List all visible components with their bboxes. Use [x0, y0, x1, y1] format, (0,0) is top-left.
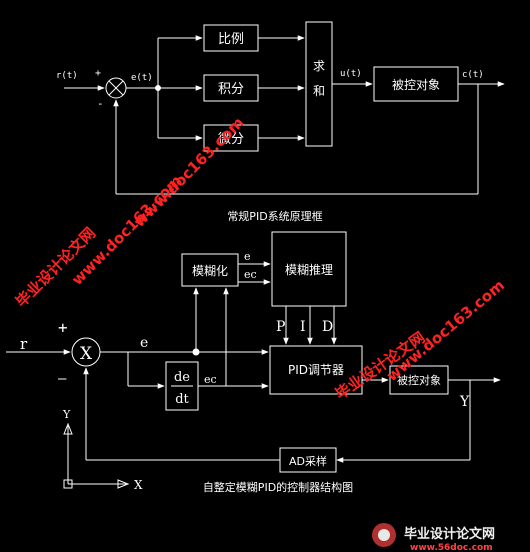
label-e-fuzz: e	[244, 250, 251, 263]
label-minus: -	[97, 97, 104, 110]
sum-label-bottom: 和	[313, 84, 325, 98]
bottom-plant-label: 被控对象	[397, 373, 441, 387]
watermark-right-url: www.doc163.com	[383, 276, 508, 385]
deriv-numerator: de	[174, 370, 190, 385]
label-c: c(t)	[462, 70, 484, 80]
bottom-diagram	[6, 231, 501, 489]
corner-logo: 毕业设计论文网 www.56doc.com	[372, 523, 495, 552]
logo-cn: 毕业设计论文网	[404, 526, 495, 542]
label-u: u(t)	[340, 69, 362, 79]
top-diagram-text: r(t) + - e(t) 比例 积分 微分 求 和 u(t) 被控对象 c(t…	[56, 32, 484, 223]
bottom-caption: 自整定模糊PID的控制器结构图	[203, 480, 353, 494]
bottom-label-r: r	[20, 335, 28, 353]
axis-y-arrowhead	[63, 422, 73, 435]
label-e: e(t)	[131, 73, 153, 83]
label-d: D	[322, 319, 333, 335]
axis-x-label: X	[134, 478, 143, 492]
fuzzy-infer-block	[271, 231, 347, 307]
bottom-label-e: e	[140, 335, 148, 351]
top-diagram	[64, 21, 505, 195]
axis-origin-box	[63, 479, 73, 489]
axis-x-arrowhead	[117, 479, 130, 489]
label-ec-fuzz: ec	[244, 268, 257, 281]
label-ec-main: ec	[204, 373, 217, 386]
bottom-label-plus: +	[58, 318, 68, 337]
label-p: P	[276, 319, 285, 335]
proportional-label: 比例	[218, 32, 244, 47]
pid-block	[269, 345, 363, 395]
label-r: r(t)	[56, 71, 78, 81]
top-caption: 常规PID系统原理框	[227, 209, 322, 223]
ad-label: AD采样	[289, 454, 327, 468]
logo-url: www.56doc.com	[410, 543, 493, 552]
plant-label: 被控对象	[392, 78, 440, 92]
bottom-label-minus: —	[58, 371, 67, 387]
fuzzify-label: 模糊化	[192, 263, 228, 278]
bottom-diagram-text: r + — X e de dt ec 模糊化 e ec 模糊推理 P I D P…	[20, 250, 470, 494]
bottom-label-y: Y	[459, 394, 470, 410]
bottom-sum-label: X	[80, 344, 93, 364]
label-i: I	[300, 319, 306, 335]
sum-cross-b	[108, 80, 124, 96]
derivative-label: 微分	[218, 132, 244, 147]
label-plus: +	[95, 68, 101, 79]
integral-label: 积分	[218, 82, 244, 97]
logo-icon-inner	[378, 529, 390, 541]
pid-label: PID调节器	[288, 363, 344, 377]
fuzzify-block	[181, 253, 239, 287]
fuzzy-infer-label: 模糊推理	[285, 262, 333, 277]
deriv-denominator: dt	[175, 392, 189, 407]
sum-label-top: 求	[313, 59, 325, 73]
axis-y-label: Y	[62, 408, 71, 421]
